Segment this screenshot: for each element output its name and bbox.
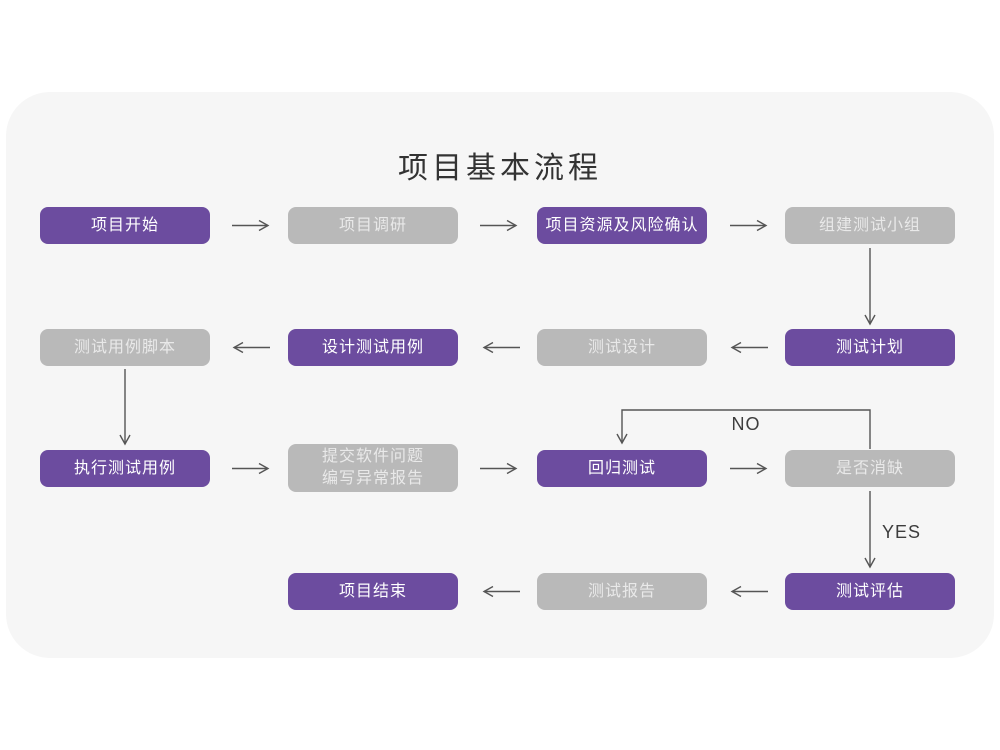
- node-case-script: 测试用例脚本: [40, 329, 210, 366]
- node-test-report: 测试报告: [537, 573, 707, 610]
- node-evaluate: 测试评估: [785, 573, 955, 610]
- node-design-cases: 设计测试用例: [288, 329, 458, 366]
- node-test-plan: 测试计划: [785, 329, 955, 366]
- node-regression: 回归测试: [537, 450, 707, 487]
- node-test-design: 测试设计: [537, 329, 707, 366]
- node-project-risk: 项目资源及风险确认: [537, 207, 707, 244]
- page-title: 项目基本流程: [398, 152, 602, 185]
- node-submit-issues: 提交软件问题 编写异常报告: [288, 444, 458, 492]
- node-build-team: 组建测试小组: [785, 207, 955, 244]
- edge-label-no: NO: [731, 414, 761, 434]
- node-defect-check: 是否消缺: [785, 450, 955, 487]
- node-execute-cases: 执行测试用例: [40, 450, 210, 487]
- node-project-end: 项目结束: [288, 573, 458, 610]
- edge-label-yes: YES: [882, 522, 922, 542]
- node-project-research: 项目调研: [288, 207, 458, 244]
- flowchart-card: [6, 92, 994, 658]
- node-project-start: 项目开始: [40, 207, 210, 244]
